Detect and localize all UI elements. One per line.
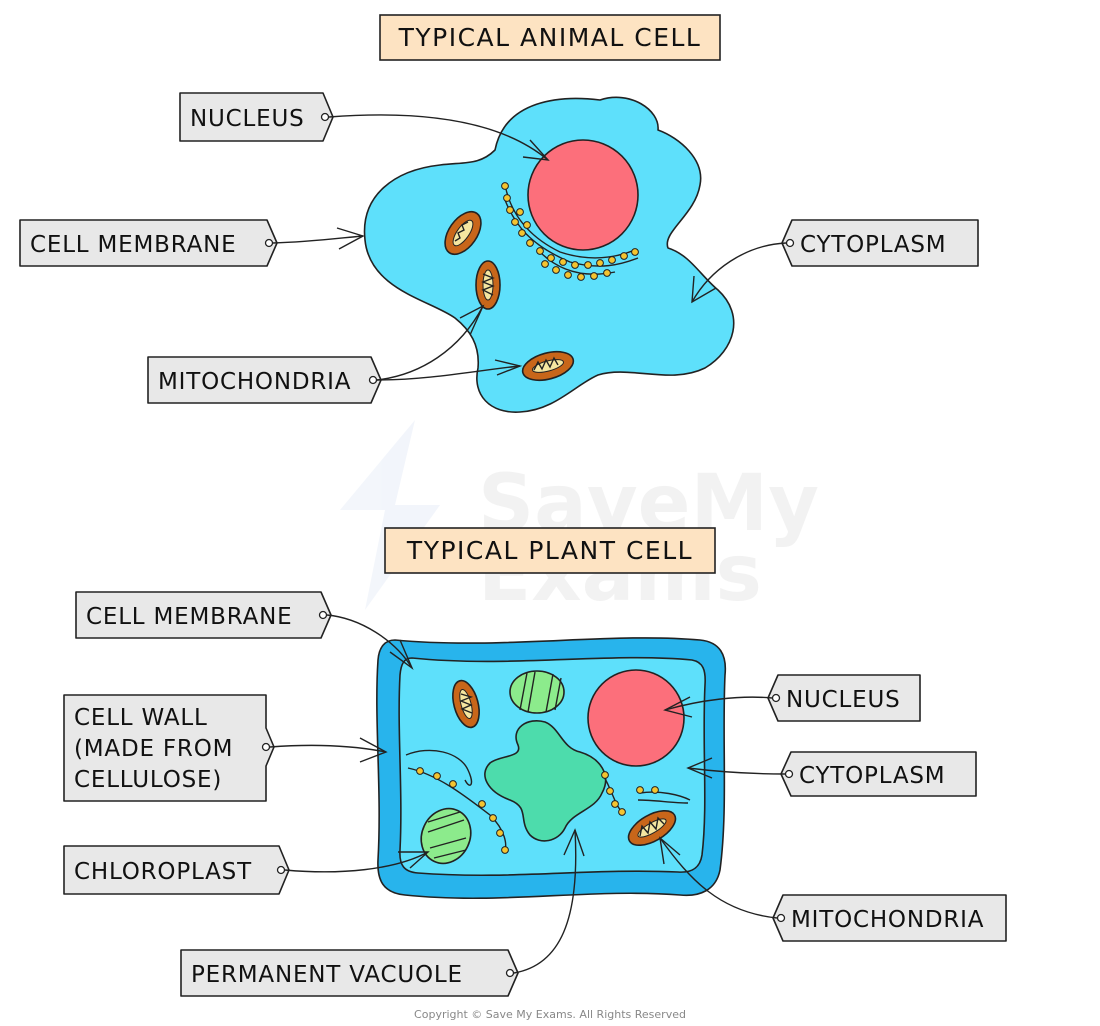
animal-nucleus-label-text: NUCLEUS xyxy=(190,106,304,132)
plant-nucleus xyxy=(587,669,685,767)
animal-mitochondria-leader-lower xyxy=(376,365,521,381)
animal-nucleus-leader xyxy=(328,114,549,161)
animal-cell-membrane-label-text: CELL MEMBRANE xyxy=(30,232,236,258)
plant-cell-membrane-leader xyxy=(326,614,413,669)
plant-label-mitochondria: MITOCHONDRIA xyxy=(659,836,1007,942)
plant-endoplasmic-reticulum xyxy=(405,749,691,854)
plant-mitochondria-leader xyxy=(659,837,778,919)
plant-mitochondrion-1 xyxy=(452,679,480,729)
copyright-text: Copyright © Save My Exams. All Rights Re… xyxy=(414,1008,686,1021)
plant-cell-wall-label-line2: (MADE FROM xyxy=(74,736,233,762)
plant-cytoplasm-label-text: CYTOPLASM xyxy=(799,763,945,789)
watermark-logo-icon xyxy=(340,420,440,610)
plant-label-cell-wall: CELL WALL (MADE FROM CELLULOSE) xyxy=(63,694,388,802)
animal-label-mitochondria: MITOCHONDRIA xyxy=(147,304,523,404)
plant-cell-wall-label-line3: CELLULOSE) xyxy=(74,767,222,793)
animal-nucleus xyxy=(527,139,639,251)
animal-cytoplasm-leader xyxy=(691,242,787,303)
animal-title-box: TYPICAL ANIMAL CELL xyxy=(379,14,721,61)
plant-label-cell-membrane: CELL MEMBRANE xyxy=(75,591,414,671)
plant-cell-wall-label-line1: CELL WALL xyxy=(74,705,208,731)
plant-title: TYPICAL PLANT CELL xyxy=(406,536,693,565)
animal-cytoplasm-label-text: CYTOPLASM xyxy=(800,232,946,258)
watermark: SaveMy Exams xyxy=(340,420,819,619)
plant-permanent-vacuole-label-text: PERMANENT VACUOLE xyxy=(191,962,463,988)
plant-chloroplast-2 xyxy=(420,807,472,865)
plant-nucleus-leader xyxy=(664,696,773,711)
animal-mitochondrion-1 xyxy=(444,210,482,256)
animal-label-cell-membrane: CELL MEMBRANE xyxy=(19,219,365,267)
plant-chloroplast-leader xyxy=(284,851,429,873)
animal-cell-membrane-leader xyxy=(272,235,364,244)
plant-cytoplasm-leader xyxy=(687,767,786,775)
plant-label-nucleus: NUCLEUS xyxy=(663,674,921,722)
animal-mitochondria-leader-upper xyxy=(376,305,484,381)
plant-cell-section: TYPICAL PLANT CELL xyxy=(63,527,1007,997)
animal-mitochondria-label-text: MITOCHONDRIA xyxy=(158,369,351,395)
plant-cell-wall-leader xyxy=(269,744,387,753)
plant-permanent-vacuole xyxy=(484,720,607,842)
plant-permanent-vacuole-leader xyxy=(513,829,577,974)
plant-label-permanent-vacuole: PERMANENT VACUOLE xyxy=(180,828,585,997)
animal-endoplasmic-reticulum xyxy=(501,182,639,281)
plant-cell-membrane-label-text: CELL MEMBRANE xyxy=(86,604,292,630)
plant-mitochondrion-2 xyxy=(627,810,677,846)
animal-cell-section: TYPICAL ANIMAL CELL xyxy=(19,14,979,413)
animal-mitochondrion-3 xyxy=(521,350,575,382)
plant-title-box: TYPICAL PLANT CELL xyxy=(384,527,716,574)
plant-label-cytoplasm: CYTOPLASM xyxy=(686,751,977,797)
plant-label-chloroplast: CHLOROPLAST xyxy=(63,845,430,895)
animal-label-nucleus: NUCLEUS xyxy=(179,92,550,161)
animal-label-cytoplasm: CYTOPLASM xyxy=(691,219,979,304)
plant-nucleus-label-text: NUCLEUS xyxy=(786,687,900,713)
plant-mitochondria-label-text: MITOCHONDRIA xyxy=(791,907,984,933)
animal-mitochondrion-2 xyxy=(475,260,501,310)
plant-chloroplast-label-text: CHLOROPLAST xyxy=(74,859,252,885)
animal-title: TYPICAL ANIMAL CELL xyxy=(398,23,702,52)
plant-chloroplast-1 xyxy=(509,670,565,714)
